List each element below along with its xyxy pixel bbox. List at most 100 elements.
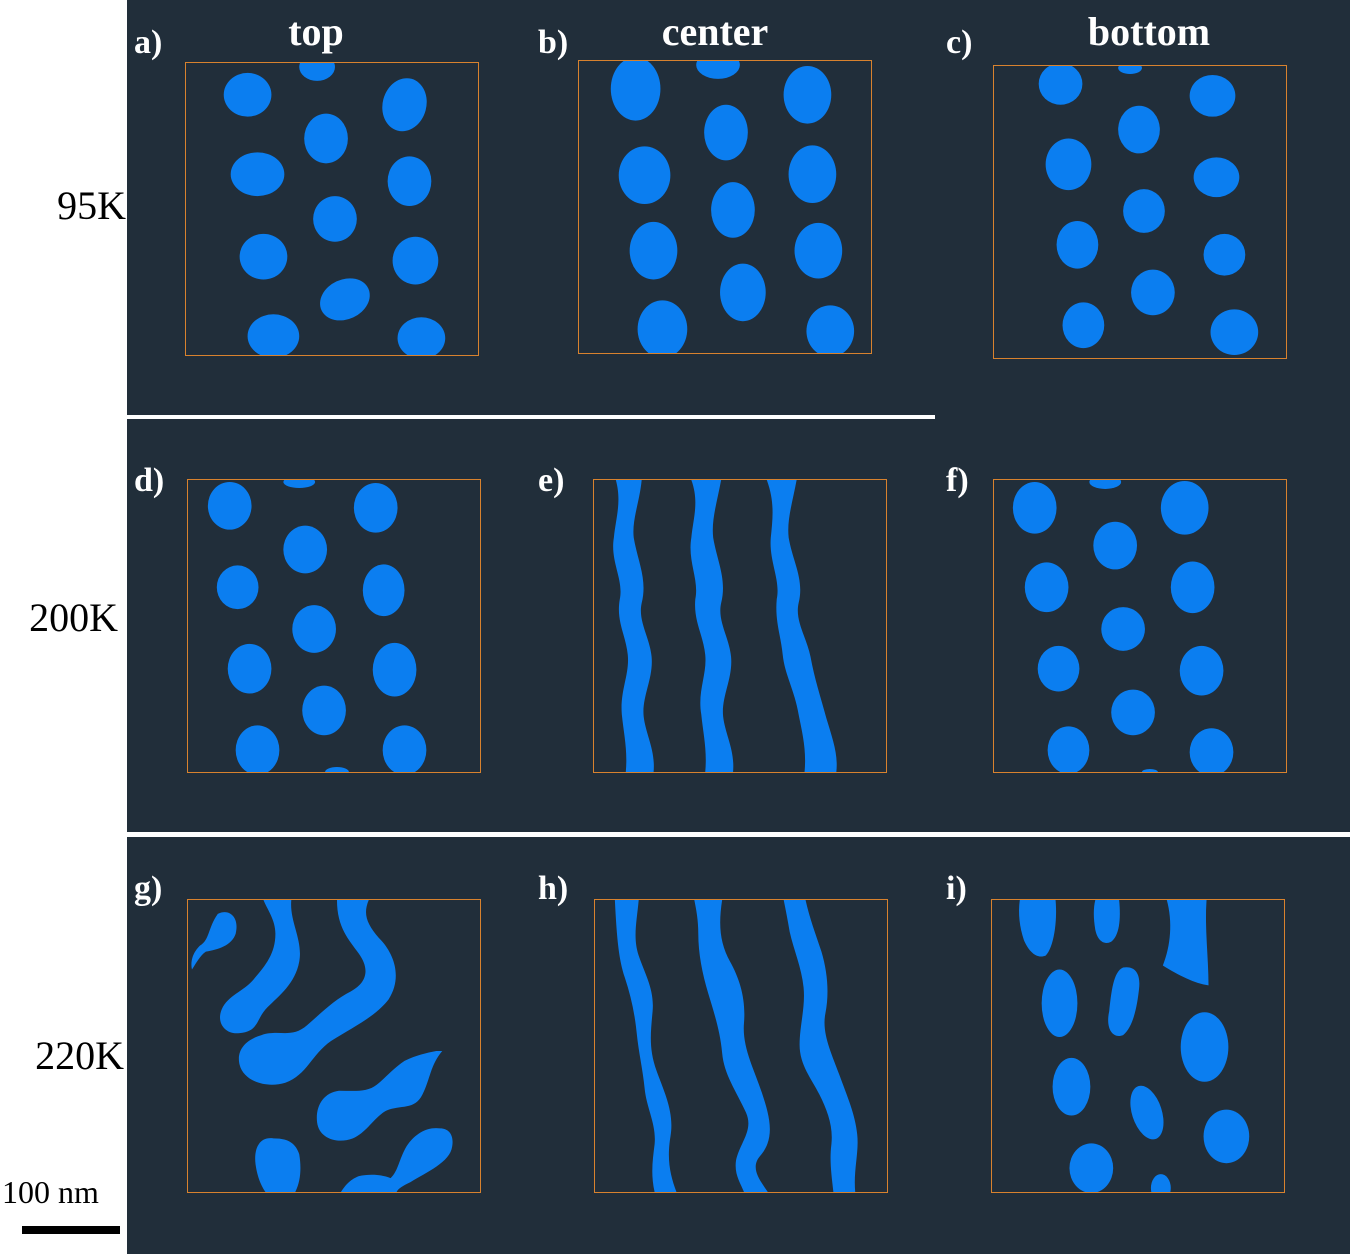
domain-blob [325,767,349,772]
domain-blob [1150,1174,1171,1192]
domain-blob [696,61,740,79]
domain-blob [1180,1012,1229,1082]
domain-blob [1108,967,1140,1036]
stripe-domain [766,480,837,772]
domain-blob [216,565,259,610]
worm-domain [220,900,300,1034]
domain-blob [1093,900,1120,943]
worm-domain [255,1138,301,1192]
domain-map [1038,66,1259,356]
domain-blob [1111,689,1155,736]
domain-blob [1141,769,1158,772]
domain-blob [1162,900,1209,986]
panel-letter: e) [538,462,565,499]
worm-domain [191,912,237,970]
domain-blob [313,196,357,242]
domain-blob [207,481,252,530]
domain-map [1019,900,1250,1192]
domain-blob [1041,969,1078,1038]
panel-letter: b) [538,24,569,61]
worm-domain [238,900,396,1085]
domain-blob [1179,645,1224,696]
row-label-200k: 200K [29,595,118,640]
domain-blob [397,317,446,355]
panel-letter: f) [946,462,969,499]
domain-map [223,63,446,355]
domain-blob [320,278,370,321]
stripe-domain [783,900,858,1192]
row-label-220k: 220K [35,1033,124,1078]
domain-blob [304,113,348,164]
stripe-domain [614,900,677,1192]
panel-b-image [578,60,872,354]
scale-bar [22,1226,120,1234]
domain-blob [362,564,405,617]
domain-blob [1024,562,1069,613]
panel-letter: a) [134,24,163,61]
domain-blob [239,233,288,280]
domain-blob [720,263,766,322]
domain-blob [1210,309,1259,356]
panel-letter: d) [134,462,165,499]
panel-letter: g) [134,870,163,907]
domain-blob [1069,1143,1114,1192]
domain-map [207,480,427,772]
scale-bar-label: 100 nm [2,1174,99,1210]
domain-blob [1189,728,1234,772]
panel-f-image [993,479,1287,773]
domain-blob [223,72,272,117]
stripe-domain [690,480,734,772]
domain-blob [1093,521,1138,570]
panel-letter: i) [946,870,967,907]
domain-blob [629,221,678,280]
panel-a-image [185,62,479,356]
domain-blob [382,725,427,772]
domain-blob [711,182,755,238]
domain-blob [387,156,432,207]
domain-blob [1193,157,1240,198]
panel-letter: c) [946,24,973,61]
domain-map [614,900,858,1192]
domain-blob [299,63,335,81]
domain-blob [637,300,688,353]
domain-blob [1047,726,1090,772]
column-header-center: center [661,9,769,54]
domain-blob [392,236,439,285]
panel-h-image [594,899,888,1193]
domain-blob [372,642,417,697]
domain-blob [783,65,832,124]
row-label-95k: 95K [57,183,126,228]
domain-blob [283,525,328,574]
panel-c-image [993,65,1287,359]
domain-map [613,480,837,772]
worm-domain [316,1050,443,1141]
domain-blob [1062,302,1105,349]
domain-blob [302,685,346,736]
domain-blob [382,78,427,132]
domain-blob [1203,1109,1250,1164]
panel-letter: h) [538,870,569,907]
domain-blob [1160,480,1209,535]
column-header-top: top [288,9,344,54]
domain-map [1012,480,1234,772]
domain-blob [618,146,671,205]
domain-blob [1203,233,1246,276]
domain-blob [353,482,398,533]
panel-i-image [991,899,1285,1193]
panel-e-image [593,479,887,773]
domain-blob [1189,74,1236,117]
domain-blob [1089,480,1122,489]
domain-map [610,61,855,353]
domain-blob [247,314,300,355]
domain-blob [1052,1057,1091,1116]
domain-blob [704,104,748,161]
domain-blob [230,152,285,197]
panel-g-image [187,899,481,1193]
domain-blob [1170,561,1215,614]
separator-line [127,415,935,418]
domain-blob [235,725,280,772]
separator-line [127,832,1350,835]
domain-blob [1130,1085,1164,1140]
domain-blob [1131,269,1175,316]
domain-blob [788,145,837,204]
